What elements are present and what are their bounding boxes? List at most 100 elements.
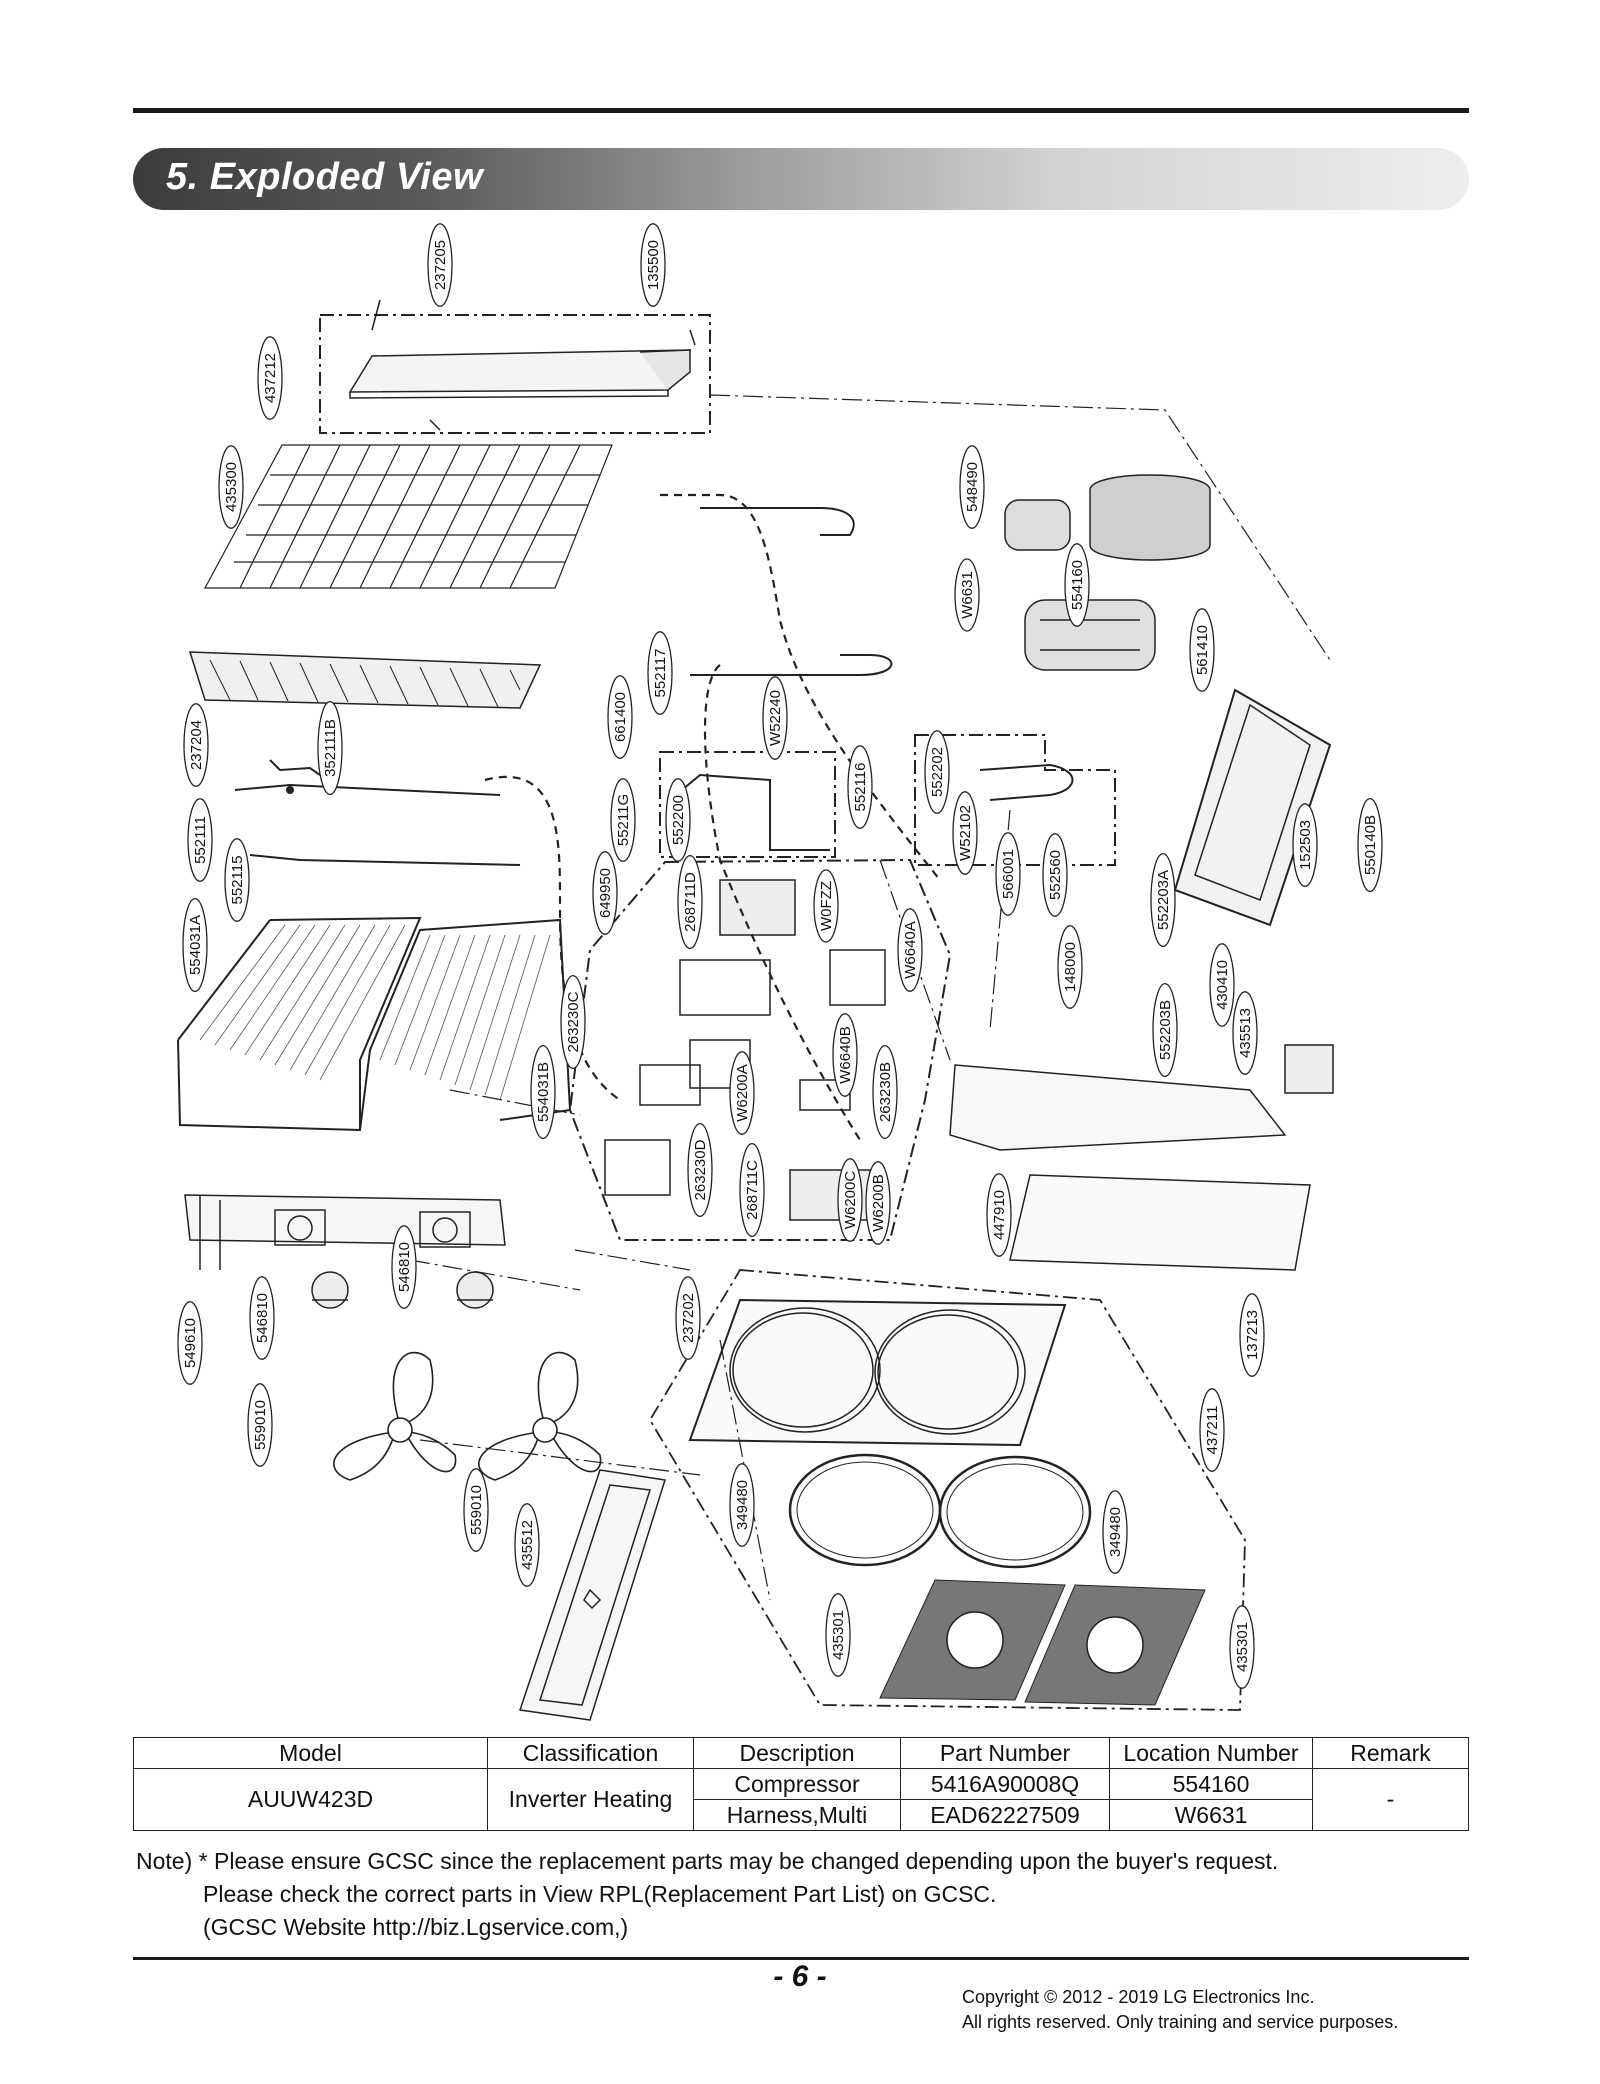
bottom-tray — [949, 1044, 1334, 1271]
part-label-text: 55211G — [615, 794, 632, 846]
part-label-549610: 549610 — [177, 1301, 203, 1385]
part-label-text: W6640B — [837, 1026, 854, 1084]
part-label-text: W0FZZ — [818, 881, 835, 931]
part-label-oval — [986, 1173, 1012, 1257]
header-model: Model — [133, 1737, 488, 1769]
copyright-line-1: Copyright © 2012 - 2019 LG Electronics I… — [962, 1987, 1315, 2007]
part-label-text: W52240 — [767, 690, 784, 746]
refrigerant-tubes — [669, 507, 1074, 851]
part-label-oval — [218, 445, 244, 529]
note-line-1: Note) * Please ensure GCSC since the rep… — [136, 1848, 1279, 1874]
part-label-oval — [182, 897, 208, 993]
part-label-554031b: 554031B — [530, 1044, 556, 1140]
side-panel — [519, 1469, 666, 1721]
part-label-text: W52102 — [957, 805, 974, 861]
part-label-552200: 552200 — [665, 778, 691, 862]
part-label-oval — [954, 558, 980, 632]
part-label-oval — [560, 974, 586, 1070]
part-label-oval — [1229, 1605, 1255, 1689]
part-label-text: 435512 — [519, 1520, 536, 1570]
top-cover-group — [319, 299, 711, 434]
bellmouth-rings — [788, 1453, 1092, 1569]
part-label-w52240: W52240 — [762, 676, 788, 760]
part-label-552560: 552560 — [1042, 833, 1068, 917]
front-grille-frame — [188, 651, 542, 709]
table-row: AUUW423D Inverter Heating Compressor 541… — [133, 1768, 1469, 1831]
part-label-550140b: 550140B — [1357, 797, 1383, 893]
part-label-text: 435300 — [223, 462, 240, 512]
part-label-text: 237205 — [432, 240, 449, 290]
part-label-text: 546810 — [254, 1293, 271, 1343]
part-label-oval — [677, 854, 703, 950]
part-label-text: 559010 — [468, 1485, 485, 1535]
cell-part-number: 5416A90008Q — [900, 1768, 1110, 1800]
part-label-435513: 435513 — [1232, 991, 1258, 1075]
cell-remark: - — [1312, 1768, 1469, 1831]
front-assembly-box — [648, 1269, 1246, 1711]
part-label-552202: 552202 — [924, 730, 950, 814]
part-label-w6200a: W6200A — [729, 1051, 755, 1135]
part-label-text: 268711D — [682, 872, 699, 932]
part-label-447910: 447910 — [986, 1173, 1012, 1257]
expansion-box — [659, 751, 836, 858]
part-label-559010: 559010 — [463, 1468, 489, 1552]
part-label-text: 552117 — [652, 649, 669, 698]
part-label-oval — [1057, 925, 1083, 1009]
condenser-coil — [177, 916, 572, 1132]
part-label-text: 552116 — [852, 763, 869, 812]
part-label-text: W6640A — [902, 921, 919, 979]
part-label-oval — [514, 1503, 540, 1587]
part-label-text: 268711C — [744, 1160, 761, 1220]
part-label-oval — [1064, 543, 1090, 627]
cell-part-number: EAD62227509 — [900, 1799, 1110, 1831]
part-label-263230d: 263230D — [687, 1122, 713, 1218]
part-label-237202: 237202 — [675, 1276, 701, 1360]
part-label-152503: 152503 — [1292, 803, 1318, 887]
part-label-oval — [463, 1468, 489, 1552]
fan-blades — [333, 1351, 602, 1481]
part-label-text: 546810 — [396, 1242, 413, 1292]
part-label-352111b: 352111B — [317, 700, 343, 796]
part-label-oval — [249, 1276, 275, 1360]
part-label-oval — [224, 838, 250, 922]
part-label-oval — [959, 445, 985, 529]
header-description: Description — [693, 1737, 901, 1769]
part-label-text: 349480 — [734, 1480, 751, 1530]
part-label-oval — [1150, 852, 1176, 948]
part-label-649950: 649950 — [592, 851, 618, 935]
part-label-text: W6200A — [734, 1064, 751, 1122]
part-label-text: 550140B — [1362, 815, 1379, 875]
part-label-text: W6631 — [959, 571, 976, 619]
part-label-566001: 566001 — [995, 832, 1021, 916]
part-label-oval — [391, 1225, 417, 1309]
table-header-row: Model Classification Description Part Nu… — [133, 1737, 1469, 1769]
part-label-oval — [187, 798, 213, 882]
part-label-oval — [1209, 943, 1235, 1027]
cell-location: W6631 — [1109, 1799, 1313, 1831]
part-label-text: 552202 — [929, 747, 946, 797]
front-panel — [688, 1298, 1067, 1447]
note: Note) * Please ensure GCSC since the rep… — [136, 1845, 1278, 1944]
part-label-137213: 137213 — [1239, 1293, 1265, 1377]
part-label-w6631: W6631 — [954, 558, 980, 632]
part-label-oval — [665, 778, 691, 862]
part-label-oval — [1292, 803, 1318, 887]
part-label-text: 552200 — [670, 795, 687, 845]
part-label-546810: 546810 — [249, 1276, 275, 1360]
part-label-552203b: 552203B — [1152, 982, 1178, 1078]
part-label-oval — [183, 703, 209, 787]
part-label-text: W6200C — [842, 1171, 859, 1230]
part-label-text: 237204 — [188, 720, 205, 770]
part-label-oval — [1239, 1293, 1265, 1377]
valve-box — [914, 734, 1116, 866]
harness-dashed — [484, 493, 941, 1141]
part-label-oval — [607, 675, 633, 759]
part-label-oval — [762, 676, 788, 760]
bottom-rule — [133, 1957, 1469, 1960]
cell-model: AUUW423D — [133, 1768, 488, 1831]
part-label-349480: 349480 — [729, 1463, 755, 1547]
part-label-148000: 148000 — [1057, 925, 1083, 1009]
part-label-552117: 552117 — [647, 631, 673, 715]
part-label-text: 447910 — [991, 1190, 1008, 1240]
part-label-oval — [897, 908, 923, 992]
